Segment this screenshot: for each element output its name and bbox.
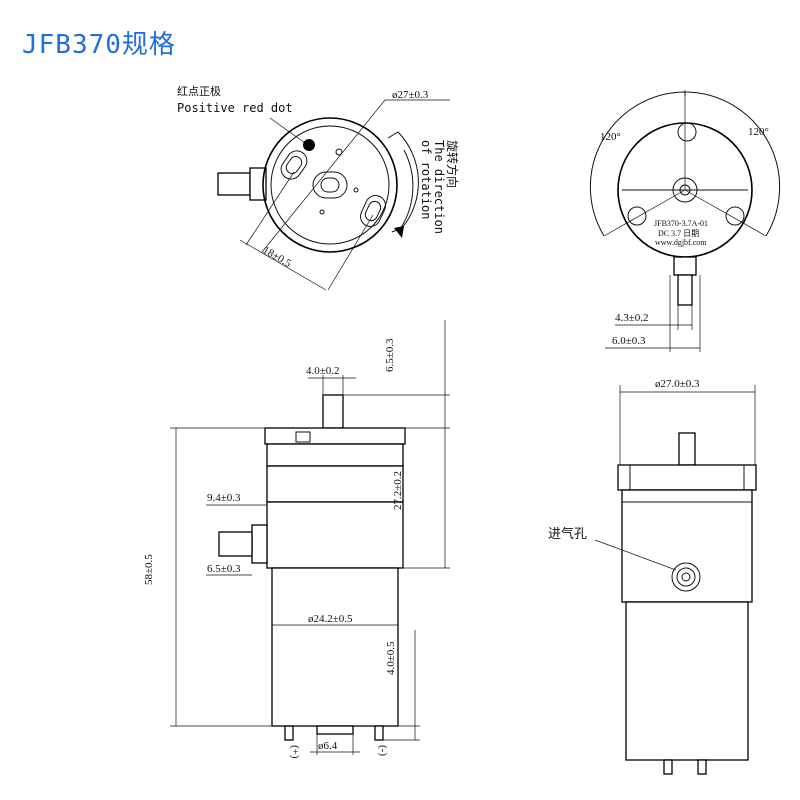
rear-screw-top [677,122,697,142]
top-center-hub [312,171,348,199]
front-head-notch [295,431,311,443]
top-pitch-dim-line [239,239,327,291]
front-boss-dia-dim: ø6.4 [318,740,338,752]
positive-label-en: Positive red dot [177,101,293,115]
front-motor-dia-dim: ø24.2±0.5 [308,613,353,625]
positive-label-cn: 红点正极 [177,84,221,98]
positive-leader-line [269,117,306,144]
side-outlet-nozzle [678,432,696,466]
side-dia-dim: ø27.0±0.3 [655,378,700,390]
rear-center-hole [679,184,691,196]
inlet-label: 进气孔 [548,526,587,542]
rotation-arc [397,149,414,233]
top-pitch-ext-1 [245,171,295,246]
side-inlet-hole [681,572,691,582]
rotation-arrowhead [394,226,404,238]
rear-nozzle-collar [673,256,697,276]
front-outlet-h-dim: 6.5±0.3 [384,338,396,372]
rear-center-ray-left [603,189,686,237]
page-title: JFB370规格 [22,30,176,60]
side-terminal-1 [663,759,673,775]
front-head-crank [266,501,404,569]
top-outlet-collar [249,167,267,201]
top-inner-circle [270,125,390,245]
plate-line-2: DC 3.7 日期 [658,229,699,238]
terminal-minus-label: (-) [377,745,389,756]
top-slot-right [359,195,387,227]
front-total-h-dim: 58±0.5 [143,554,155,585]
front-terminal-h-dim: 4.0±0.5 [385,641,397,675]
front-inlet-len-dim: 9.4±0.3 [207,492,241,504]
terminal-plus-label: (+) [289,745,301,759]
top-view: 红点正极 Positive red dot 旋转方向 The direction… [177,84,460,291]
side-head-body [621,489,753,603]
rear-nozzle [677,274,693,306]
front-view: 4.0±0.2 9.4±0.3 6.5±0.3 ø24.2±0.5 (+) (-… [143,320,450,759]
plate-line-3: www.dgjbf.com [655,238,707,247]
front-head-h-dim: 27.2±0.2 [392,471,404,510]
top-slot-left [280,150,308,180]
top-dia-dim: ø27±0.3 [392,89,429,101]
top-small-hole-3 [353,187,359,193]
top-small-hole-2 [319,209,325,215]
front-head-cap [264,427,406,445]
rear-arc-left [589,91,686,237]
top-slot-right-inner [364,200,382,222]
front-inlet-nozzle [218,531,253,557]
rear-arc-right [684,91,781,237]
inlet-leader-line [594,539,677,571]
angle-right: 120° [748,126,769,138]
top-pitch-dim: 18±0.5 [261,244,294,270]
rotation-label-en1: The direction [432,140,446,234]
angle-left: 120° [600,131,621,143]
rotation-label-cn: 旋转方向 [445,140,460,188]
top-outer-circle [262,117,398,253]
top-outlet-nozzle [217,172,251,196]
rear-screw-left [627,206,647,226]
rotation-label-en2: of rotation [419,140,433,219]
top-small-hole-1 [335,148,343,156]
top-pitch-ext-2 [327,214,374,291]
side-inlet-mid [676,567,696,587]
front-terminal-minus [374,725,384,741]
plate-line-1: JFB370-3.7A-01 [654,219,708,228]
front-terminal-plus [284,725,294,741]
front-inlet-collar [251,524,268,564]
front-motor-boss [316,725,354,735]
side-motor-can [625,601,749,761]
side-inlet-outer [671,562,701,592]
top-dia-leader [261,99,386,253]
rear-dim-6-0: 6.0±0.3 [612,335,646,347]
top-center-shaft [320,177,340,193]
rear-center-ray-right [684,189,767,237]
top-side-tab [387,131,419,233]
top-slot-left-inner [285,156,303,174]
front-outlet-nozzle [322,394,344,429]
front-inlet-dia-dim: 6.5±0.3 [207,563,241,575]
front-outlet-w-dim: 4.0±0.2 [306,365,340,377]
red-dot-marker [303,139,315,151]
front-head-diaphragm [266,465,404,503]
rear-dim-4-3: 4.3±0.2 [615,312,649,324]
side-terminal-2 [697,759,707,775]
rear-screw-right [725,206,745,226]
side-view: ø27.0±0.3 进气孔 [548,378,757,775]
front-motor-can [271,567,399,727]
side-head-cap [617,464,757,491]
front-head-valve [266,443,404,467]
rear-center-boss [672,177,698,203]
rear-view: 120° 120° JFB370-3.7A-01 DC 3.7 日期 www.d… [589,90,781,352]
